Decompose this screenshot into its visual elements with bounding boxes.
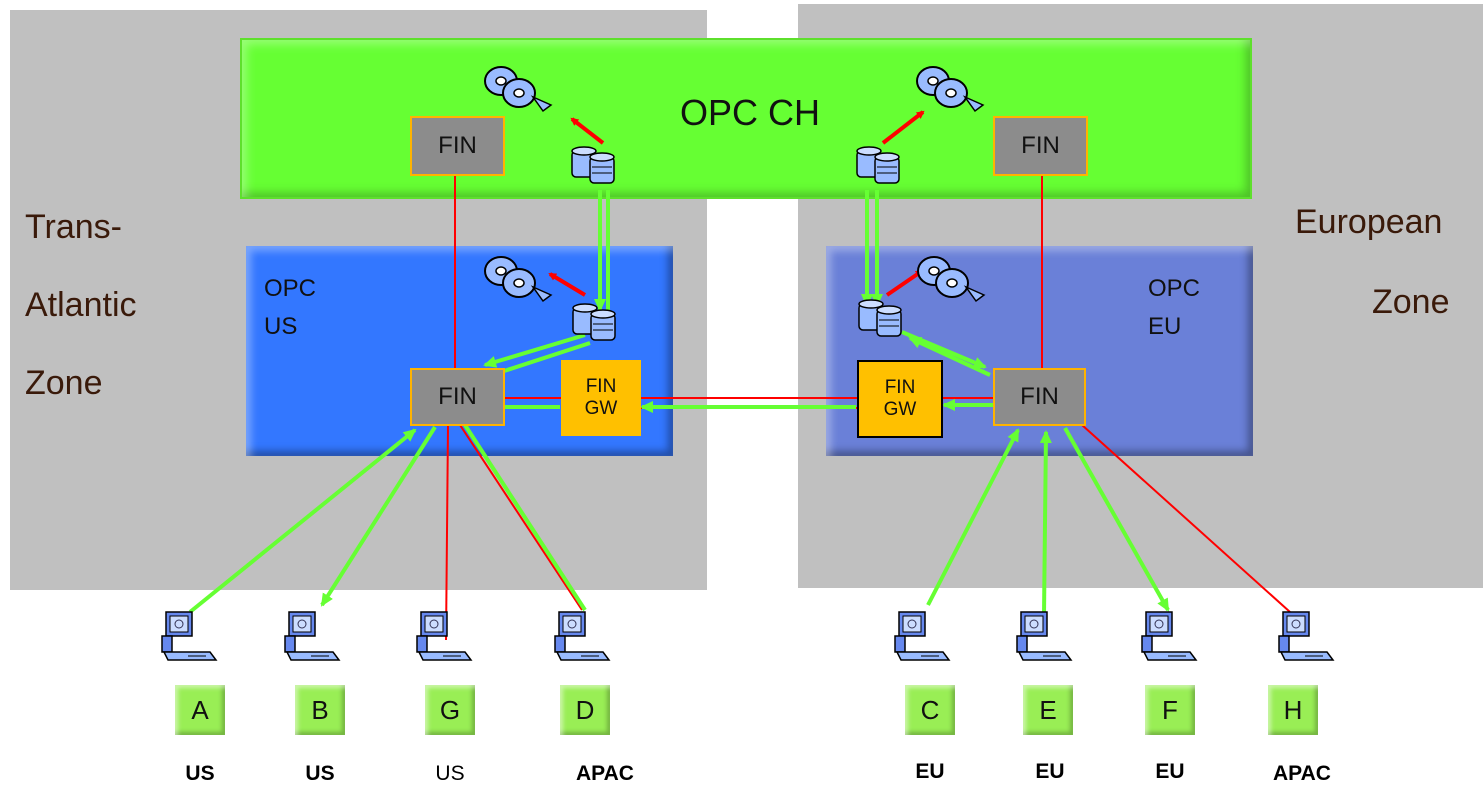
client-box-b: B [295, 685, 345, 735]
computer-terminal-icon [1016, 611, 1073, 661]
region-label-e: EU [1035, 760, 1065, 783]
region-label-d: APAC [576, 762, 634, 785]
database-icon [858, 299, 902, 337]
link-fin-us-d [459, 424, 583, 611]
disk-archive-icon [916, 66, 985, 113]
client-box-c: C [905, 685, 955, 735]
flow-us-db-fin-2 [497, 341, 591, 375]
database-icon [856, 146, 900, 184]
opc-us-label-2: US [264, 313, 298, 340]
fin-gw-eu-line1: FIN [884, 377, 916, 398]
fin-gw-eu-line2: GW [883, 399, 917, 420]
arrow-ch-left-archive [570, 117, 605, 145]
disk-archive-icon [484, 66, 553, 113]
database-icon [571, 146, 615, 184]
client-box-g: G [425, 685, 475, 735]
region-label-g: US [435, 762, 465, 785]
opc-ch-title: OPC CH [680, 92, 821, 133]
link-fin-us-g [445, 424, 449, 641]
opc-us-label-1: OPC [264, 275, 317, 302]
region-label-h: APAC [1273, 762, 1331, 785]
opc-eu-label-2: EU [1148, 313, 1182, 340]
opc-eu-label-1: OPC [1148, 275, 1201, 302]
disk-archive-icon [484, 256, 553, 303]
flow-fin-b [320, 425, 437, 607]
computer-terminal-icon [894, 611, 951, 661]
region-label-b: US [305, 762, 335, 785]
client-box-a: A [175, 685, 225, 735]
fin-eu: FIN [993, 368, 1086, 426]
client-box-f: F [1145, 685, 1195, 735]
region-label-f: EU [1155, 760, 1185, 783]
zone-label-european-2: Zone [1372, 283, 1450, 321]
fin-ch-left: FIN [410, 116, 505, 176]
flow-fin-f [1063, 427, 1170, 612]
fin-ch-right: FIN [993, 116, 1088, 176]
computer-terminal-icon [1141, 611, 1198, 661]
client-box-e: E [1023, 685, 1073, 735]
fin-gw-us-line2: GW [584, 398, 618, 419]
computer-terminal-icon [284, 611, 341, 661]
disk-archive-icon [917, 256, 986, 303]
zone-label-european-1: European [1295, 203, 1443, 241]
zone-label-trans-atlantic-2: Atlantic [25, 286, 137, 324]
region-label-a: US [185, 762, 215, 785]
link-fin-eu-h [1081, 424, 1291, 613]
region-label-c: EU [915, 760, 945, 783]
arrow-eu-archive [885, 269, 924, 297]
database-icon [572, 303, 616, 341]
arrow-ch-right-archive [881, 110, 925, 145]
computer-terminal-icon [416, 611, 473, 661]
zone-label-trans-atlantic-3: Zone [25, 364, 103, 402]
computer-terminal-icon [161, 611, 218, 661]
computer-terminal-icon [1278, 611, 1335, 661]
flow-fin-d [463, 423, 587, 612]
arrow-us-archive [548, 272, 587, 297]
flow-eu-db-fin-2 [908, 336, 991, 377]
flow-us-db-fin-1 [483, 333, 586, 368]
flow-c-fin [926, 428, 1020, 606]
flow-e-fin [1039, 430, 1052, 616]
fin-us: FIN [410, 368, 505, 426]
client-box-h: H [1268, 685, 1318, 735]
client-box-d: D [560, 685, 610, 735]
zone-label-trans-atlantic-1: Trans- [25, 208, 122, 246]
flow-a-fin [188, 428, 417, 614]
fin-gw-us-line1: FIN [585, 376, 617, 397]
computer-terminal-icon [554, 611, 611, 661]
